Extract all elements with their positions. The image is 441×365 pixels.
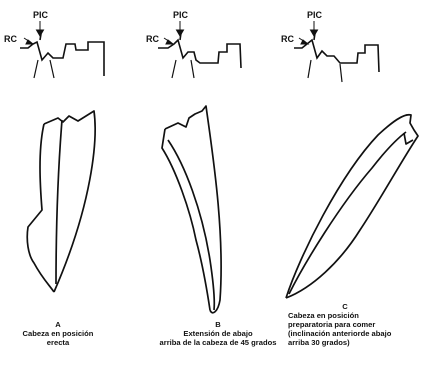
panel-b-rc-label: RC [146, 34, 159, 44]
panel-b-pic-arrow [177, 21, 184, 36]
panel-b-caption-line-2: arriba de la cabeza de 45 grados [150, 338, 286, 347]
panel-c-pic-arrow [311, 21, 318, 36]
panel-b-caption-line-1: Extensión de abajo [150, 329, 286, 338]
panel-a-caption-line-1: Cabeza en posición [18, 329, 98, 338]
panel-b-pic-label: PIC [173, 10, 189, 20]
panel-b-letter: B [150, 320, 286, 329]
panel-c-letter: C [330, 302, 360, 311]
panel-a-pic-arrow [37, 21, 44, 36]
panel-c-letter-wrap: C [330, 302, 360, 311]
panel-a-rc-label: RC [4, 34, 17, 44]
panel-c-pic-label: PIC [307, 10, 323, 20]
panel-b-caption: B Extensión de abajo arriba de la cabeza… [150, 320, 286, 347]
panel-a-rc-arrow [24, 38, 33, 44]
panel-c-caption-line-4: arriba 30 grados) [288, 338, 438, 347]
panel-b-tube [162, 106, 221, 313]
panel-a-pic-label: PIC [33, 10, 49, 20]
panel-a-letter: A [18, 320, 98, 329]
panel-c-pressure-trace [294, 33, 379, 82]
panel-c-rc-arrow [299, 38, 308, 44]
panel-c-caption: Cabeza en posición preparatoria para com… [288, 311, 438, 347]
panel-a-pressure-trace [20, 34, 104, 78]
panel-c-caption-line-2: preparatoria para comer [288, 320, 438, 329]
panel-b-rc-arrow [164, 38, 173, 44]
panel-c-caption-line-3: (inclinación anteriorde abajo [288, 329, 438, 338]
panel-a-caption-line-2: erecta [18, 338, 98, 347]
panel-a-caption: A Cabeza en posición erecta [18, 320, 98, 347]
panel-a-tube [27, 111, 95, 292]
panel-b-pressure-trace [158, 33, 241, 78]
panel-c-caption-line-1: Cabeza en posición [288, 311, 438, 320]
panel-c-rc-label: RC [281, 34, 294, 44]
panel-c-tube [286, 115, 418, 298]
